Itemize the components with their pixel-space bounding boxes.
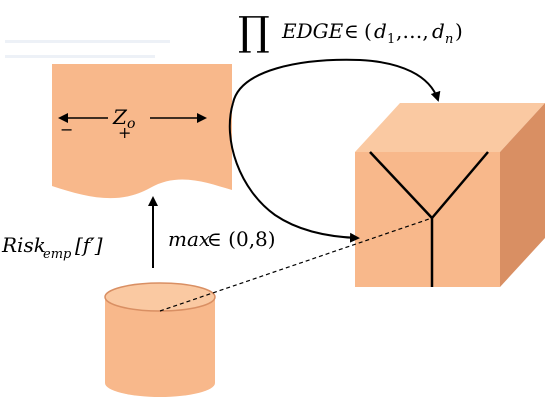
cube-edge-right — [431, 151, 489, 219]
max-label: max ∈ (0,8) — [168, 227, 276, 251]
document-shape — [52, 64, 232, 199]
edge-sub-n: n — [445, 32, 453, 47]
risk-sub: emp — [43, 247, 72, 262]
edge-comma-dots: ,…, — [396, 19, 429, 43]
risk-word: Risk — [1, 233, 46, 257]
risk-label: Risk emp [f′] — [1, 233, 103, 262]
faded-header-lines — [5, 40, 170, 58]
curve-arrow-top — [232, 58, 441, 104]
cylinder-shape — [104, 282, 216, 397]
edge-in-symbol: ∈ — [344, 19, 359, 43]
edge-d1: d — [374, 19, 387, 43]
max-word: max — [168, 227, 210, 251]
edge-dn: d — [432, 19, 445, 43]
plus-sign: + — [118, 123, 131, 142]
zo-label-z: Z — [112, 105, 128, 129]
edge-sub-1: 1 — [387, 32, 395, 47]
edge-paren-open: ( — [364, 19, 372, 43]
edge-paren-close: ) — [455, 19, 463, 43]
risk-bracket: [f′] — [75, 233, 103, 257]
minus-sign: − — [60, 120, 73, 139]
zo-label-sub: o — [127, 116, 135, 132]
edge-word: EDGE — [281, 19, 344, 43]
dashed-connector — [159, 217, 433, 312]
cube-edge-left — [369, 151, 433, 219]
curve-arrow-lower — [228, 102, 360, 243]
product-symbol: ∏ — [238, 9, 270, 55]
max-rest: ∈ (0,8) — [207, 227, 276, 251]
cube-shape — [355, 103, 545, 287]
edge-label: EDGE ∈ ( d 1 ,…, d n ) — [281, 19, 463, 47]
